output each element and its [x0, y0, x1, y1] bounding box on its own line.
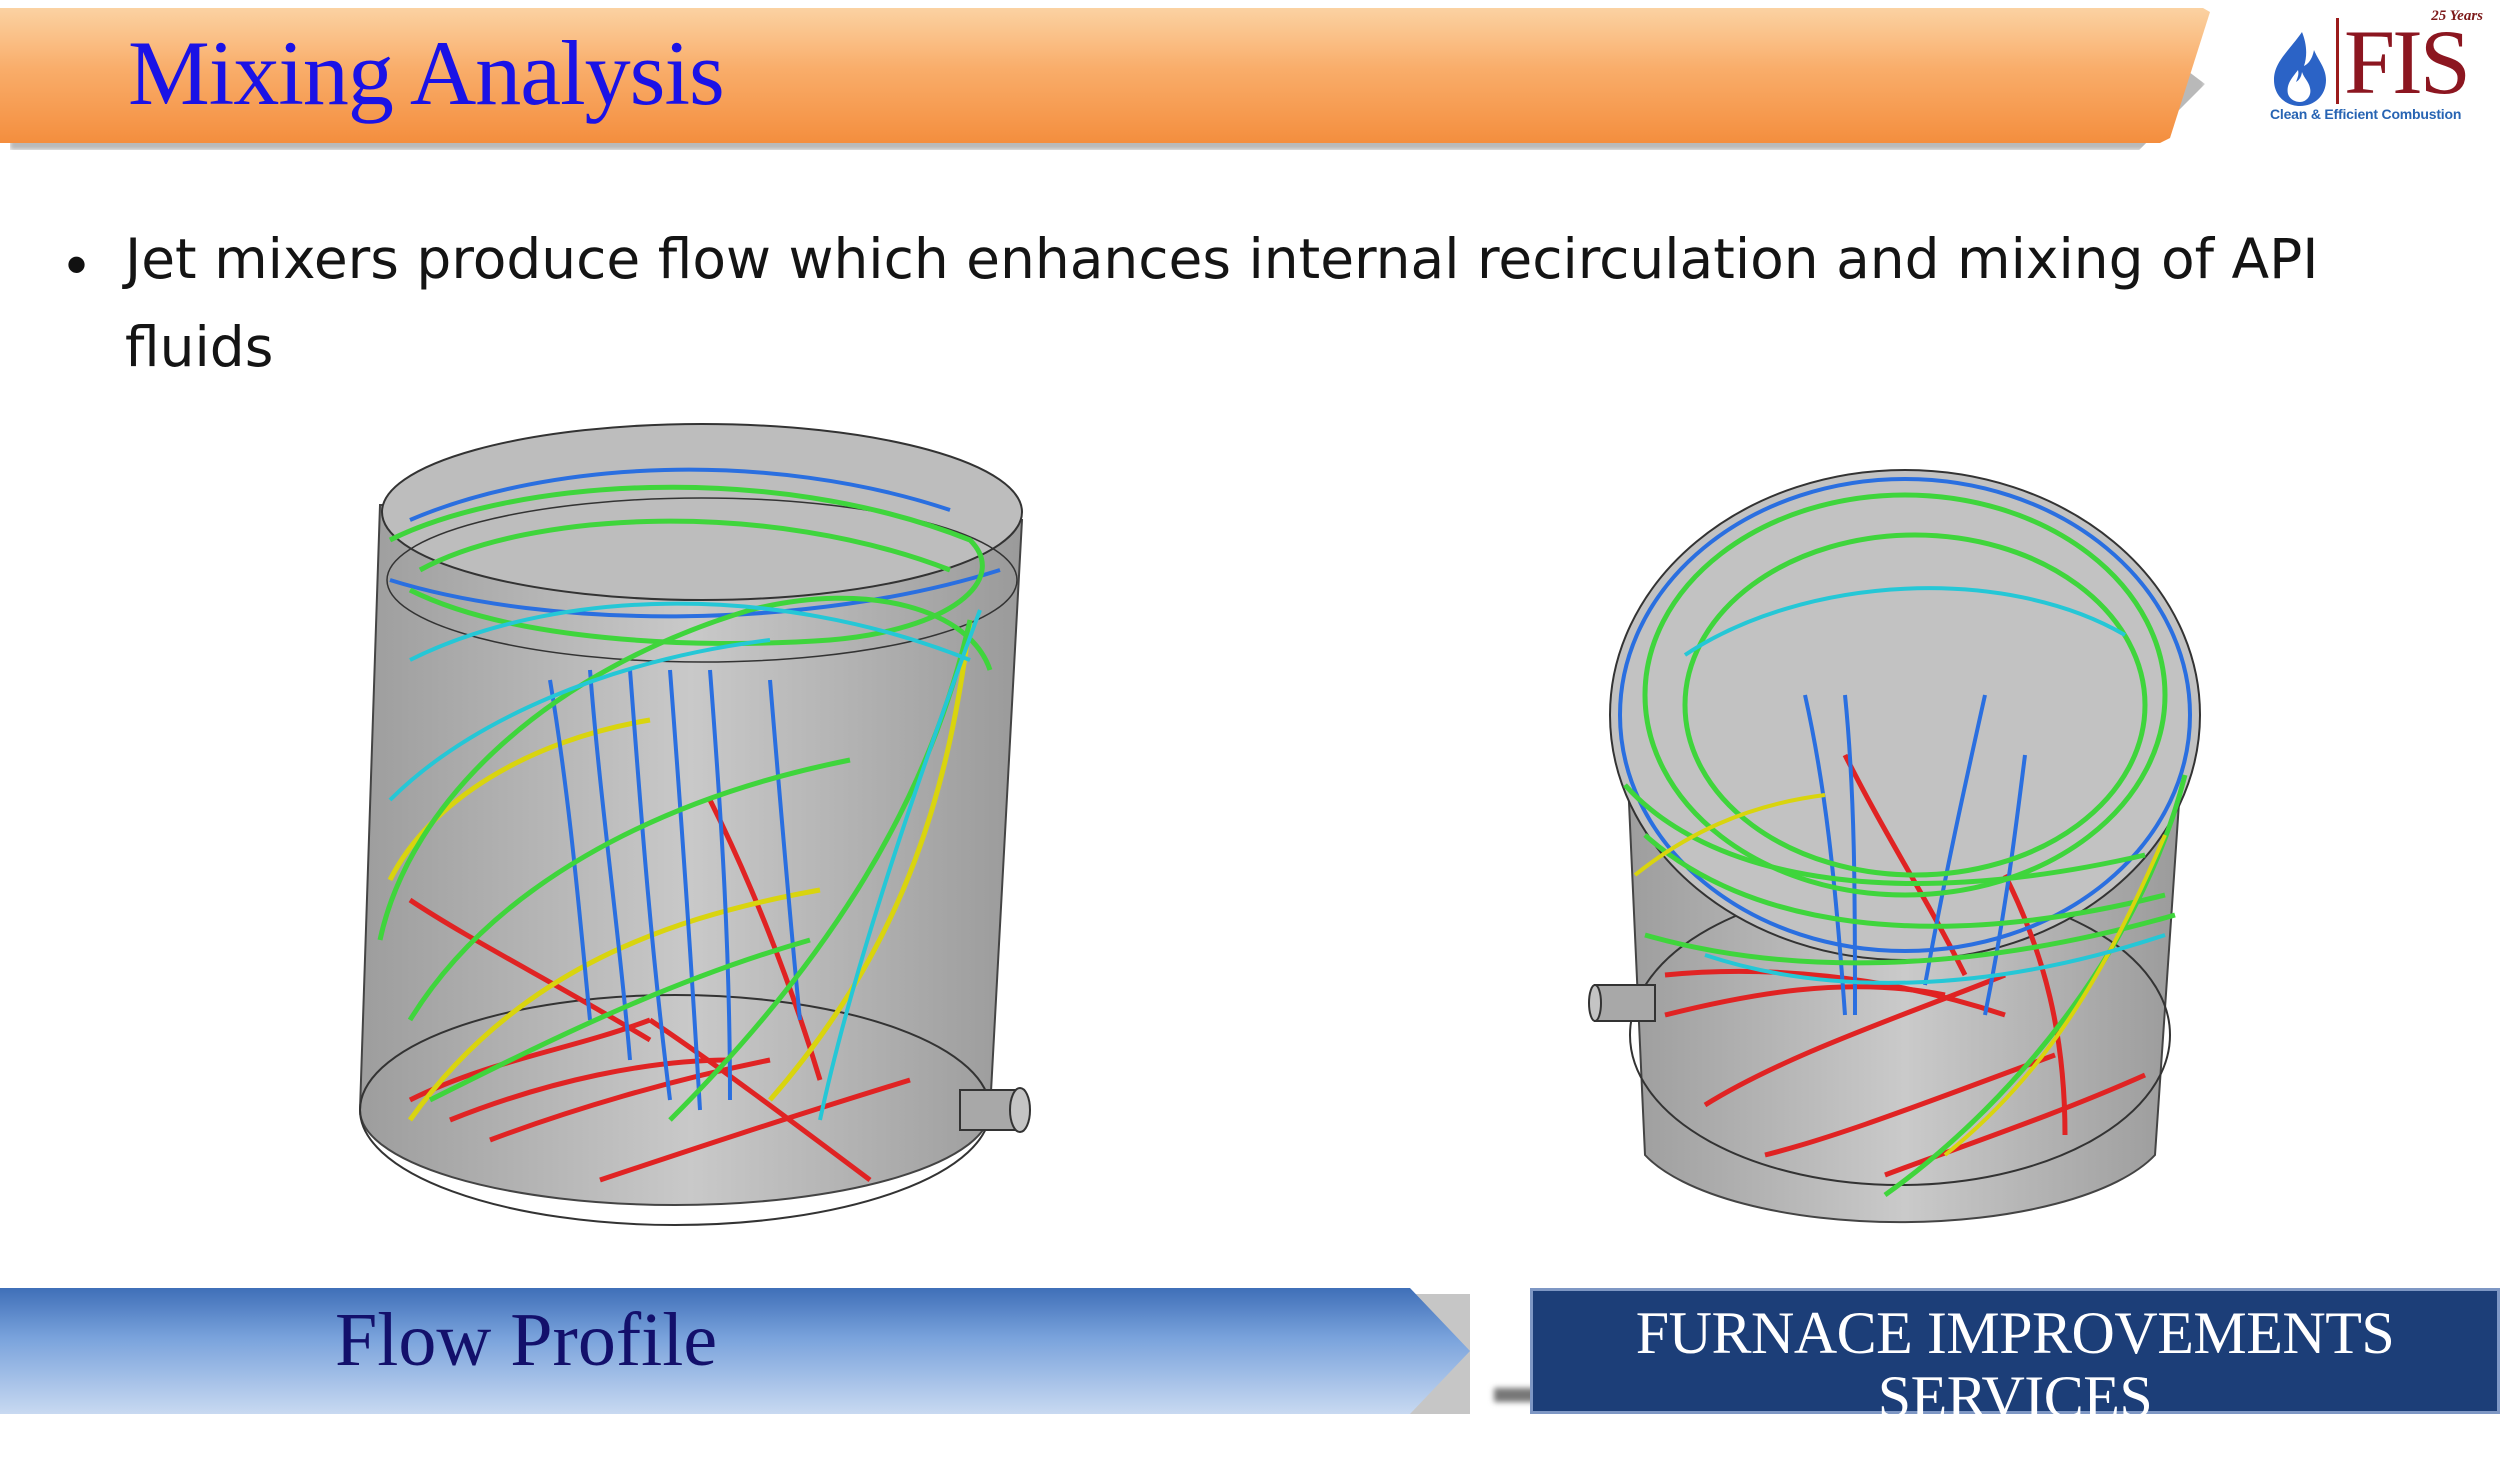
footer-company-banner: FURNACE IMPROVEMENTS SERVICES www.heatfl…: [1530, 1288, 2500, 1474]
cyan-streamlines: [1683, 586, 2166, 985]
nozzle: [959, 1087, 1031, 1133]
tank-streamline-figure-right: [1588, 469, 2201, 1224]
red-streamlines: [1664, 753, 2147, 1178]
cyan-streamlines: [388, 601, 982, 1121]
bullet-marker: •: [66, 231, 88, 298]
header-band: [0, 8, 2210, 143]
bullet-item: Jet mixers produce flow which enhances i…: [125, 227, 2319, 379]
logo-years: 25 Years: [2431, 8, 2483, 24]
tank-top-rim: [1609, 469, 2201, 961]
company-url-link[interactable]: www.heatflux.com: [1833, 1425, 2197, 1476]
yellow-streamlines: [1633, 793, 2167, 1157]
flame-icon: [2274, 32, 2326, 106]
footer-left-band: [0, 1288, 1470, 1414]
logo-divider: [2336, 18, 2339, 104]
tank-streamline-figure-left: [358, 423, 1031, 1226]
tank-body: [358, 503, 1024, 1206]
page-title: Mixing Analysis: [128, 22, 725, 124]
nozzle: [1588, 984, 1656, 1022]
footer-section-label: Flow Profile: [335, 1298, 718, 1382]
green-streamlines: [377, 484, 993, 1122]
yellow-streamlines: [387, 619, 973, 1122]
fis-logo: 25 Years FIS Clean & Efficient Combustio…: [2268, 8, 2493, 123]
red-streamlines: [408, 798, 911, 1183]
logo-tagline: Clean & Efficient Combustion: [2270, 106, 2462, 122]
tank-top-rim: [381, 423, 1023, 601]
company-name: FURNACE IMPROVEMENTS SERVICES: [1635, 1300, 2395, 1430]
logo-wordmark: FIS: [2344, 11, 2471, 113]
